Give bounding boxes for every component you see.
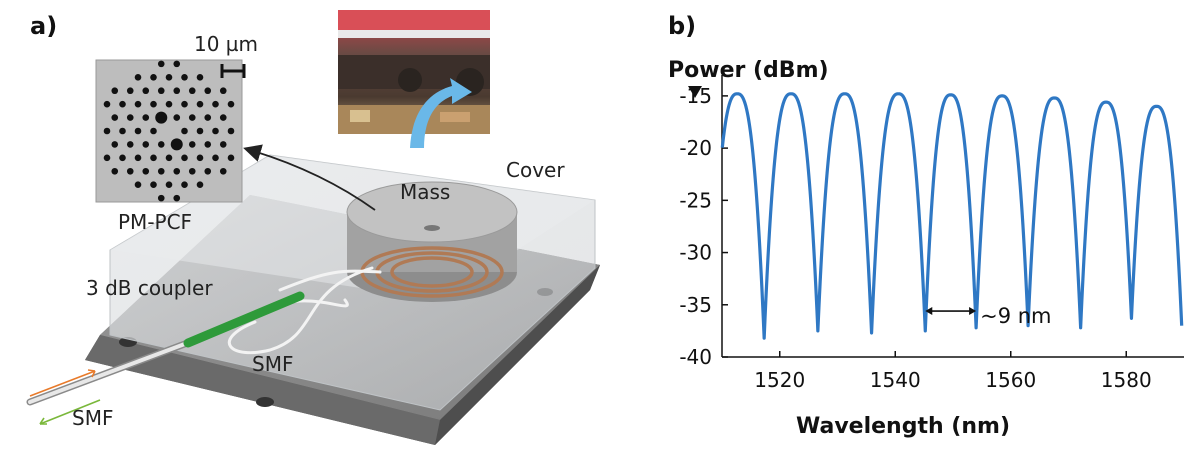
air-hole bbox=[197, 101, 204, 108]
air-hole bbox=[158, 168, 165, 175]
air-hole bbox=[204, 141, 211, 148]
y-tick-label: -25 bbox=[679, 188, 712, 212]
air-hole bbox=[228, 155, 235, 162]
air-hole bbox=[197, 128, 204, 135]
air-hole bbox=[197, 181, 204, 188]
air-hole bbox=[119, 101, 126, 108]
air-hole bbox=[158, 87, 165, 94]
air-hole bbox=[181, 101, 188, 108]
air-hole bbox=[104, 155, 111, 162]
air-hole bbox=[119, 128, 126, 135]
air-hole bbox=[135, 155, 142, 162]
panel-a-illustration bbox=[0, 0, 640, 462]
air-hole bbox=[166, 101, 173, 108]
coupler-label: 3 dB coupler bbox=[86, 276, 213, 300]
y-tick-label: -40 bbox=[679, 345, 712, 369]
air-hole bbox=[212, 101, 219, 108]
air-hole bbox=[166, 74, 173, 81]
x-tick-label: 1540 bbox=[870, 368, 921, 392]
air-hole bbox=[111, 141, 118, 148]
air-hole bbox=[135, 181, 142, 188]
air-hole bbox=[181, 155, 188, 162]
air-hole bbox=[220, 87, 227, 94]
air-hole bbox=[135, 101, 142, 108]
air-hole bbox=[119, 155, 126, 162]
air-hole bbox=[220, 114, 227, 121]
scale-bar-label: 10 µm bbox=[194, 32, 258, 56]
air-hole bbox=[127, 168, 134, 175]
air-hole bbox=[173, 114, 180, 121]
spectrum-plot: -15 -20 -25 -30 -35 -40 1520 1540 1560 1580 ~9 nm bbox=[660, 0, 1200, 462]
air-hole bbox=[158, 195, 165, 202]
air-hole bbox=[228, 128, 235, 135]
cover-label: Cover bbox=[506, 158, 565, 182]
air-hole bbox=[204, 168, 211, 175]
air-hole bbox=[104, 101, 111, 108]
smf-input-label: SMF bbox=[72, 406, 113, 430]
spacing-label: ~9 nm bbox=[980, 304, 1051, 328]
air-hole bbox=[142, 141, 149, 148]
air-hole bbox=[220, 141, 227, 148]
air-hole bbox=[204, 87, 211, 94]
air-hole bbox=[150, 155, 157, 162]
air-hole bbox=[220, 168, 227, 175]
air-hole bbox=[189, 141, 196, 148]
y-tick-label: -15 bbox=[679, 84, 712, 108]
air-hole bbox=[181, 128, 188, 135]
air-hole bbox=[135, 74, 142, 81]
air-hole bbox=[150, 74, 157, 81]
air-hole bbox=[111, 87, 118, 94]
air-hole bbox=[204, 114, 211, 121]
stress-rod bbox=[171, 138, 183, 150]
air-hole bbox=[158, 61, 165, 68]
air-hole bbox=[166, 155, 173, 162]
air-hole bbox=[111, 168, 118, 175]
x-tick-label: 1580 bbox=[1101, 368, 1152, 392]
air-hole bbox=[111, 114, 118, 121]
air-hole bbox=[127, 141, 134, 148]
air-hole bbox=[173, 168, 180, 175]
pm-pcf-label: PM-PCF bbox=[118, 210, 192, 234]
air-hole bbox=[173, 87, 180, 94]
air-hole bbox=[197, 74, 204, 81]
spectrum-line bbox=[722, 94, 1181, 338]
air-hole bbox=[189, 87, 196, 94]
air-hole bbox=[228, 101, 235, 108]
air-hole bbox=[197, 155, 204, 162]
air-hole bbox=[150, 181, 157, 188]
air-hole bbox=[104, 128, 111, 135]
air-hole bbox=[181, 74, 188, 81]
y-tick-label: -35 bbox=[679, 293, 712, 317]
air-hole bbox=[166, 181, 173, 188]
y-tick-label: -30 bbox=[679, 241, 712, 265]
air-hole bbox=[127, 114, 134, 121]
x-tick-label: 1560 bbox=[985, 368, 1036, 392]
panel-a-label: a) bbox=[30, 12, 57, 40]
air-hole bbox=[135, 128, 142, 135]
smf-loop-label: SMF bbox=[252, 352, 293, 376]
air-hole bbox=[150, 101, 157, 108]
x-tick-label: 1520 bbox=[754, 368, 805, 392]
air-hole bbox=[150, 128, 157, 135]
air-hole bbox=[173, 195, 180, 202]
air-hole bbox=[189, 114, 196, 121]
air-hole bbox=[181, 181, 188, 188]
air-hole bbox=[127, 87, 134, 94]
air-hole bbox=[212, 155, 219, 162]
air-hole bbox=[212, 128, 219, 135]
stress-rod bbox=[155, 112, 167, 124]
y-tick-label: -20 bbox=[679, 136, 712, 160]
air-hole bbox=[189, 168, 196, 175]
spacing-annotation: ~9 nm bbox=[925, 304, 1051, 328]
train-photo bbox=[338, 10, 490, 134]
pm-pcf-cross-section bbox=[96, 60, 242, 202]
air-hole bbox=[142, 87, 149, 94]
air-hole bbox=[142, 114, 149, 121]
mass-label: Mass bbox=[400, 180, 450, 204]
air-hole bbox=[142, 168, 149, 175]
air-hole bbox=[173, 61, 180, 68]
air-hole bbox=[158, 141, 165, 148]
